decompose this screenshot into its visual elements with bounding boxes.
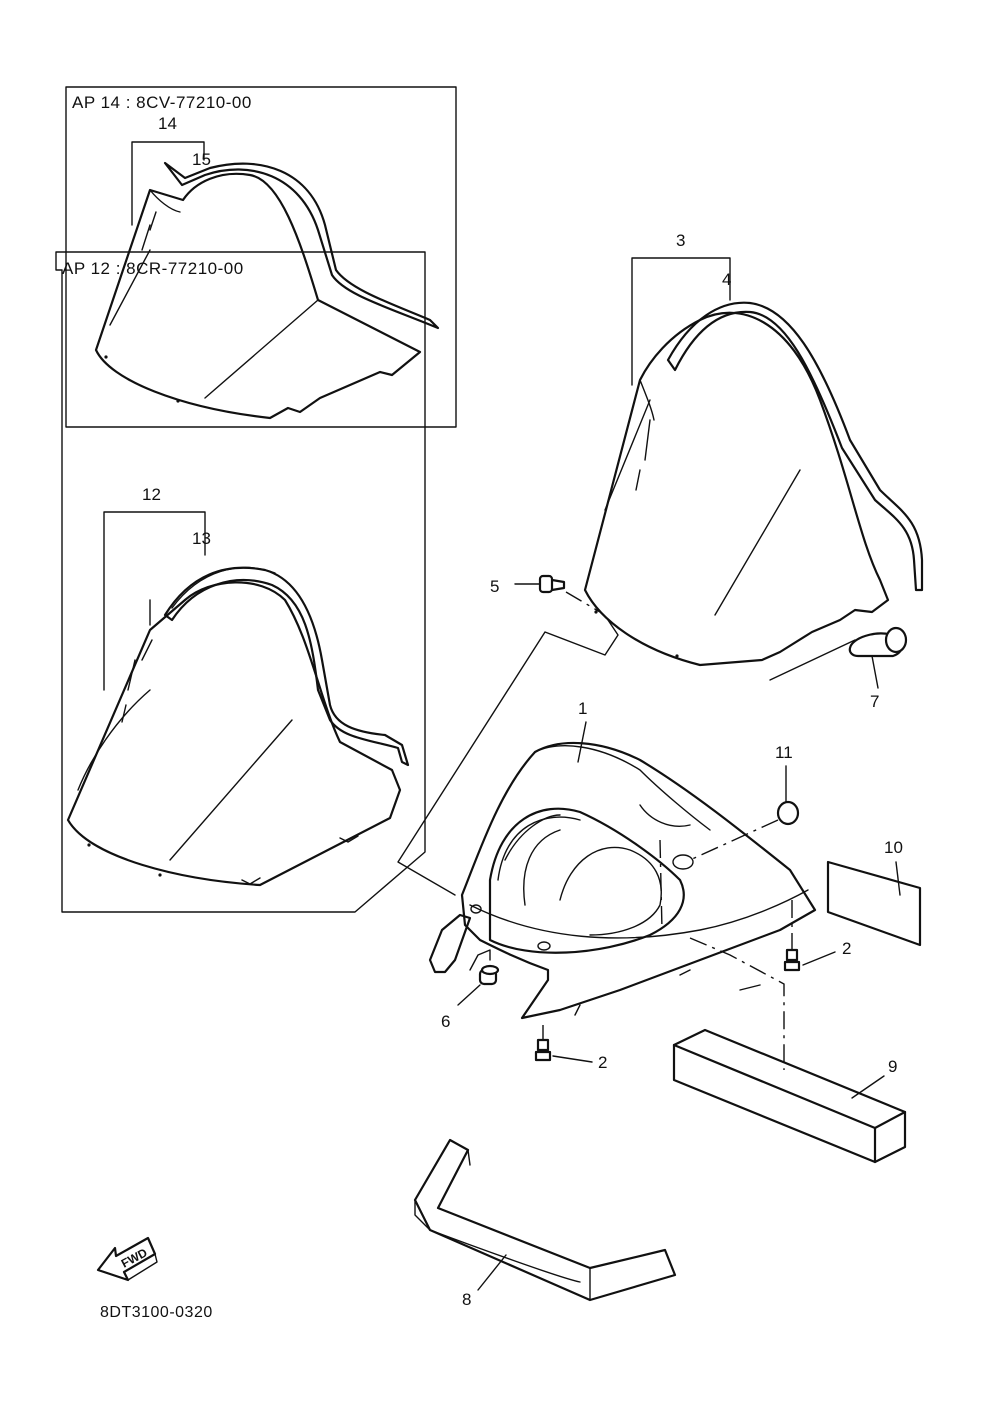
part-2-bolt-left: 2 [534,1025,607,1072]
callout-2-left: 2 [598,1053,607,1072]
windshield-3 [583,311,890,667]
main-windshield: 3 4 [583,231,924,681]
part-7-rivet: 7 [848,626,908,711]
part-6-grommet: 6 [441,949,500,1031]
part-9-leader [689,937,785,1070]
callout-8: 8 [462,1290,471,1309]
callout-9: 9 [888,1057,897,1076]
bracket-3 [631,257,731,386]
alt-part-box-ap14: AP 14 : 8CV-77210-00 14 15 [65,86,457,428]
callout-5: 5 [490,577,499,596]
part-8-seal: 8 [413,1138,677,1309]
windshield-ap12 [66,566,410,887]
forward-direction-icon: FWD [96,1236,158,1282]
assembly-leader-line [397,619,619,896]
diagram-code: 8DT3100-0320 [100,1304,213,1321]
callout-4: 4 [722,270,731,289]
trim-4 [666,301,924,592]
part-5-screw: 5 [490,574,601,613]
callout-14: 14 [158,114,177,133]
bracket-12 [103,511,206,691]
ap14-frame [65,86,457,428]
part-9-foam-block: 9 [672,1028,907,1164]
callout-11: 11 [775,743,793,762]
ap12-frame [55,251,426,913]
callout-1: 1 [578,699,587,718]
alt-part-box-ap12: AP 12 : 8CR-77210-00 12 13 [55,251,426,913]
callout-2-right: 2 [842,939,851,958]
callout-12: 12 [142,485,161,504]
callout-10: 10 [884,838,903,857]
callout-3: 3 [676,231,685,250]
callout-13: 13 [192,529,211,548]
windshield-ap14 [94,161,440,420]
part-2-bolt-right: 2 [783,900,851,972]
ap14-header: AP 14 : 8CV-77210-00 [72,93,252,112]
callout-6: 6 [441,1012,450,1031]
ap12-header: AP 12 : 8CR-77210-00 [62,259,244,278]
bracket-14 [131,141,205,226]
part-11-grommet: 11 [672,743,800,870]
part-1-cowl: 1 [428,699,817,1020]
callout-15: 15 [192,150,211,169]
callout-7: 7 [870,692,879,711]
part-10-decal: 10 [826,838,922,947]
